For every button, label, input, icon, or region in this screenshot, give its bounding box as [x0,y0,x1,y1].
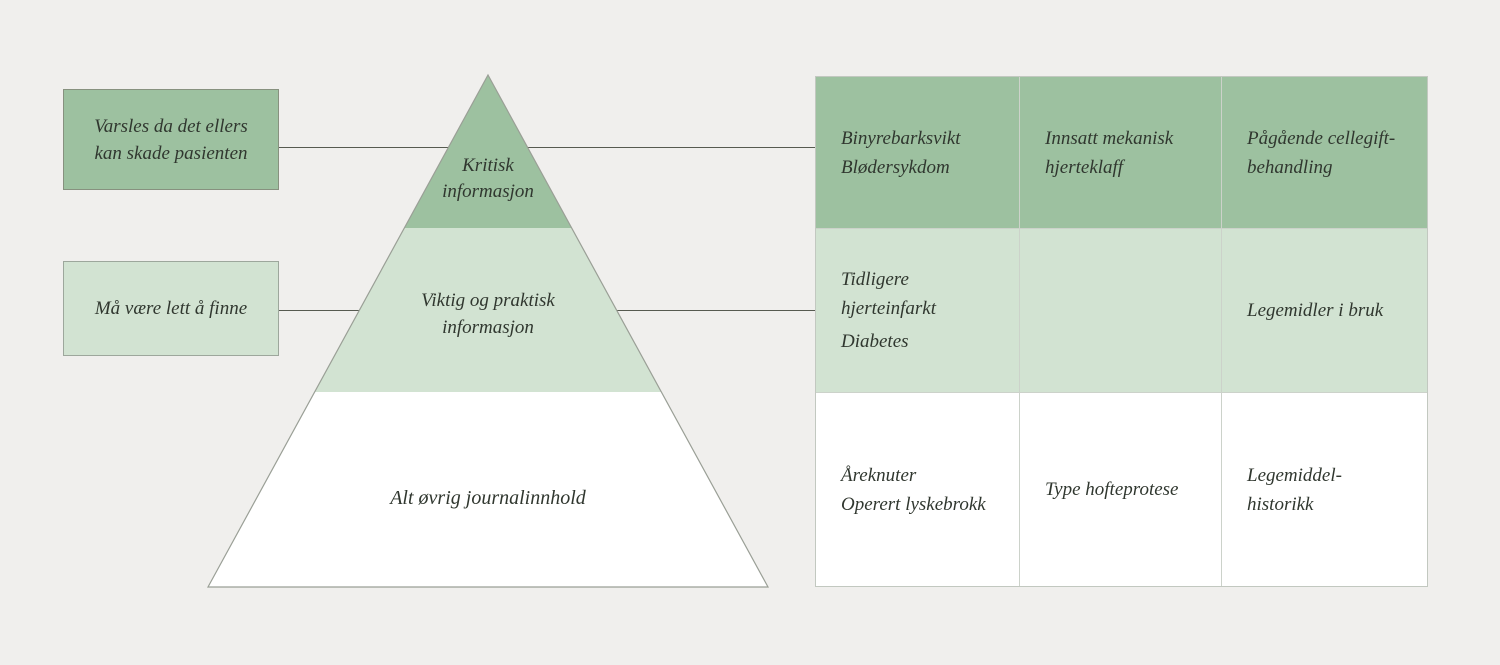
table-cell-r2c2-empty [1020,229,1221,392]
table-cell-r1c3: Pågående cellegift- behandling [1222,77,1427,228]
annotation-critical-box: Varsles da det ellers kan skade pasiente… [63,89,279,190]
annotation-easy-to-find-label: Må være lett å finne [94,298,248,319]
pyramid-level-critical-shape [404,75,572,228]
pyramid-level-critical-label: Kritisk informasjon [408,153,568,205]
table-cell-r2c3: Legemidler i bruk [1222,229,1427,392]
pyramid-label-line: informasjon [442,317,534,338]
cell-line: Pågående cellegift- [1247,127,1396,149]
pyramid-label-line: informasjon [442,181,534,202]
pyramid-label-line: Kritisk [462,155,514,176]
pyramid [206,73,770,588]
cell-line: Åreknuter [841,464,917,486]
pyramid-level-other-shape [208,392,768,587]
cell-line: Binyrebarksvikt [841,127,961,149]
table-cell-r3c2: Type hofteprotese [1020,393,1221,586]
pyramid-label-line: Viktig og praktisk [421,290,555,311]
cell-line: hjerteklaff [1045,156,1124,178]
table-cell-r1c2: Innsatt mekanisk hjerteklaff [1020,77,1221,228]
table-cell-r3c1: Åreknuter Operert lyskebrokk [816,393,1019,586]
connector-line-critical [278,147,815,148]
table-cell-r3c3: Legemiddel- historikk [1222,393,1427,586]
cell-line: Innsatt mekanisk [1045,127,1174,149]
annotation-critical-label: Varsles da det ellers kan skade pasiente… [94,115,248,164]
cell-line: hjerteinfarkt [841,298,936,319]
cell-line: Type hofteprotese [1045,479,1179,500]
pyramid-label-line: Alt øvrig journalinnhold [390,487,586,509]
cell-line: Operert lyskebrokk [841,493,986,515]
cell-line: Blødersykdom [841,156,950,178]
cell-line: Legemiddel- [1247,464,1342,486]
cell-line: historikk [1247,493,1314,515]
table-cell-r1c1: Binyrebarksvikt Blødersykdom [816,77,1019,228]
pyramid-level-important-shape [314,228,662,392]
cell-line: Tidligere [841,269,909,290]
cell-line: behandling [1247,156,1333,178]
pyramid-level-other-label: Alt øvrig journalinnhold [338,485,638,511]
examples-table: Binyrebarksvikt Blødersykdom Innsatt mek… [815,76,1428,587]
cell-line: Diabetes [841,331,909,352]
pyramid-outline [206,73,770,588]
table-cell-r2c1: Tidligere hjerteinfarkt Diabetes [816,229,1019,392]
annotation-easy-to-find-box: Må være lett å finne [63,261,279,356]
pyramid-level-important-label: Viktig og praktisk informasjon [378,287,598,341]
cell-line: Legemidler i bruk [1247,300,1384,321]
